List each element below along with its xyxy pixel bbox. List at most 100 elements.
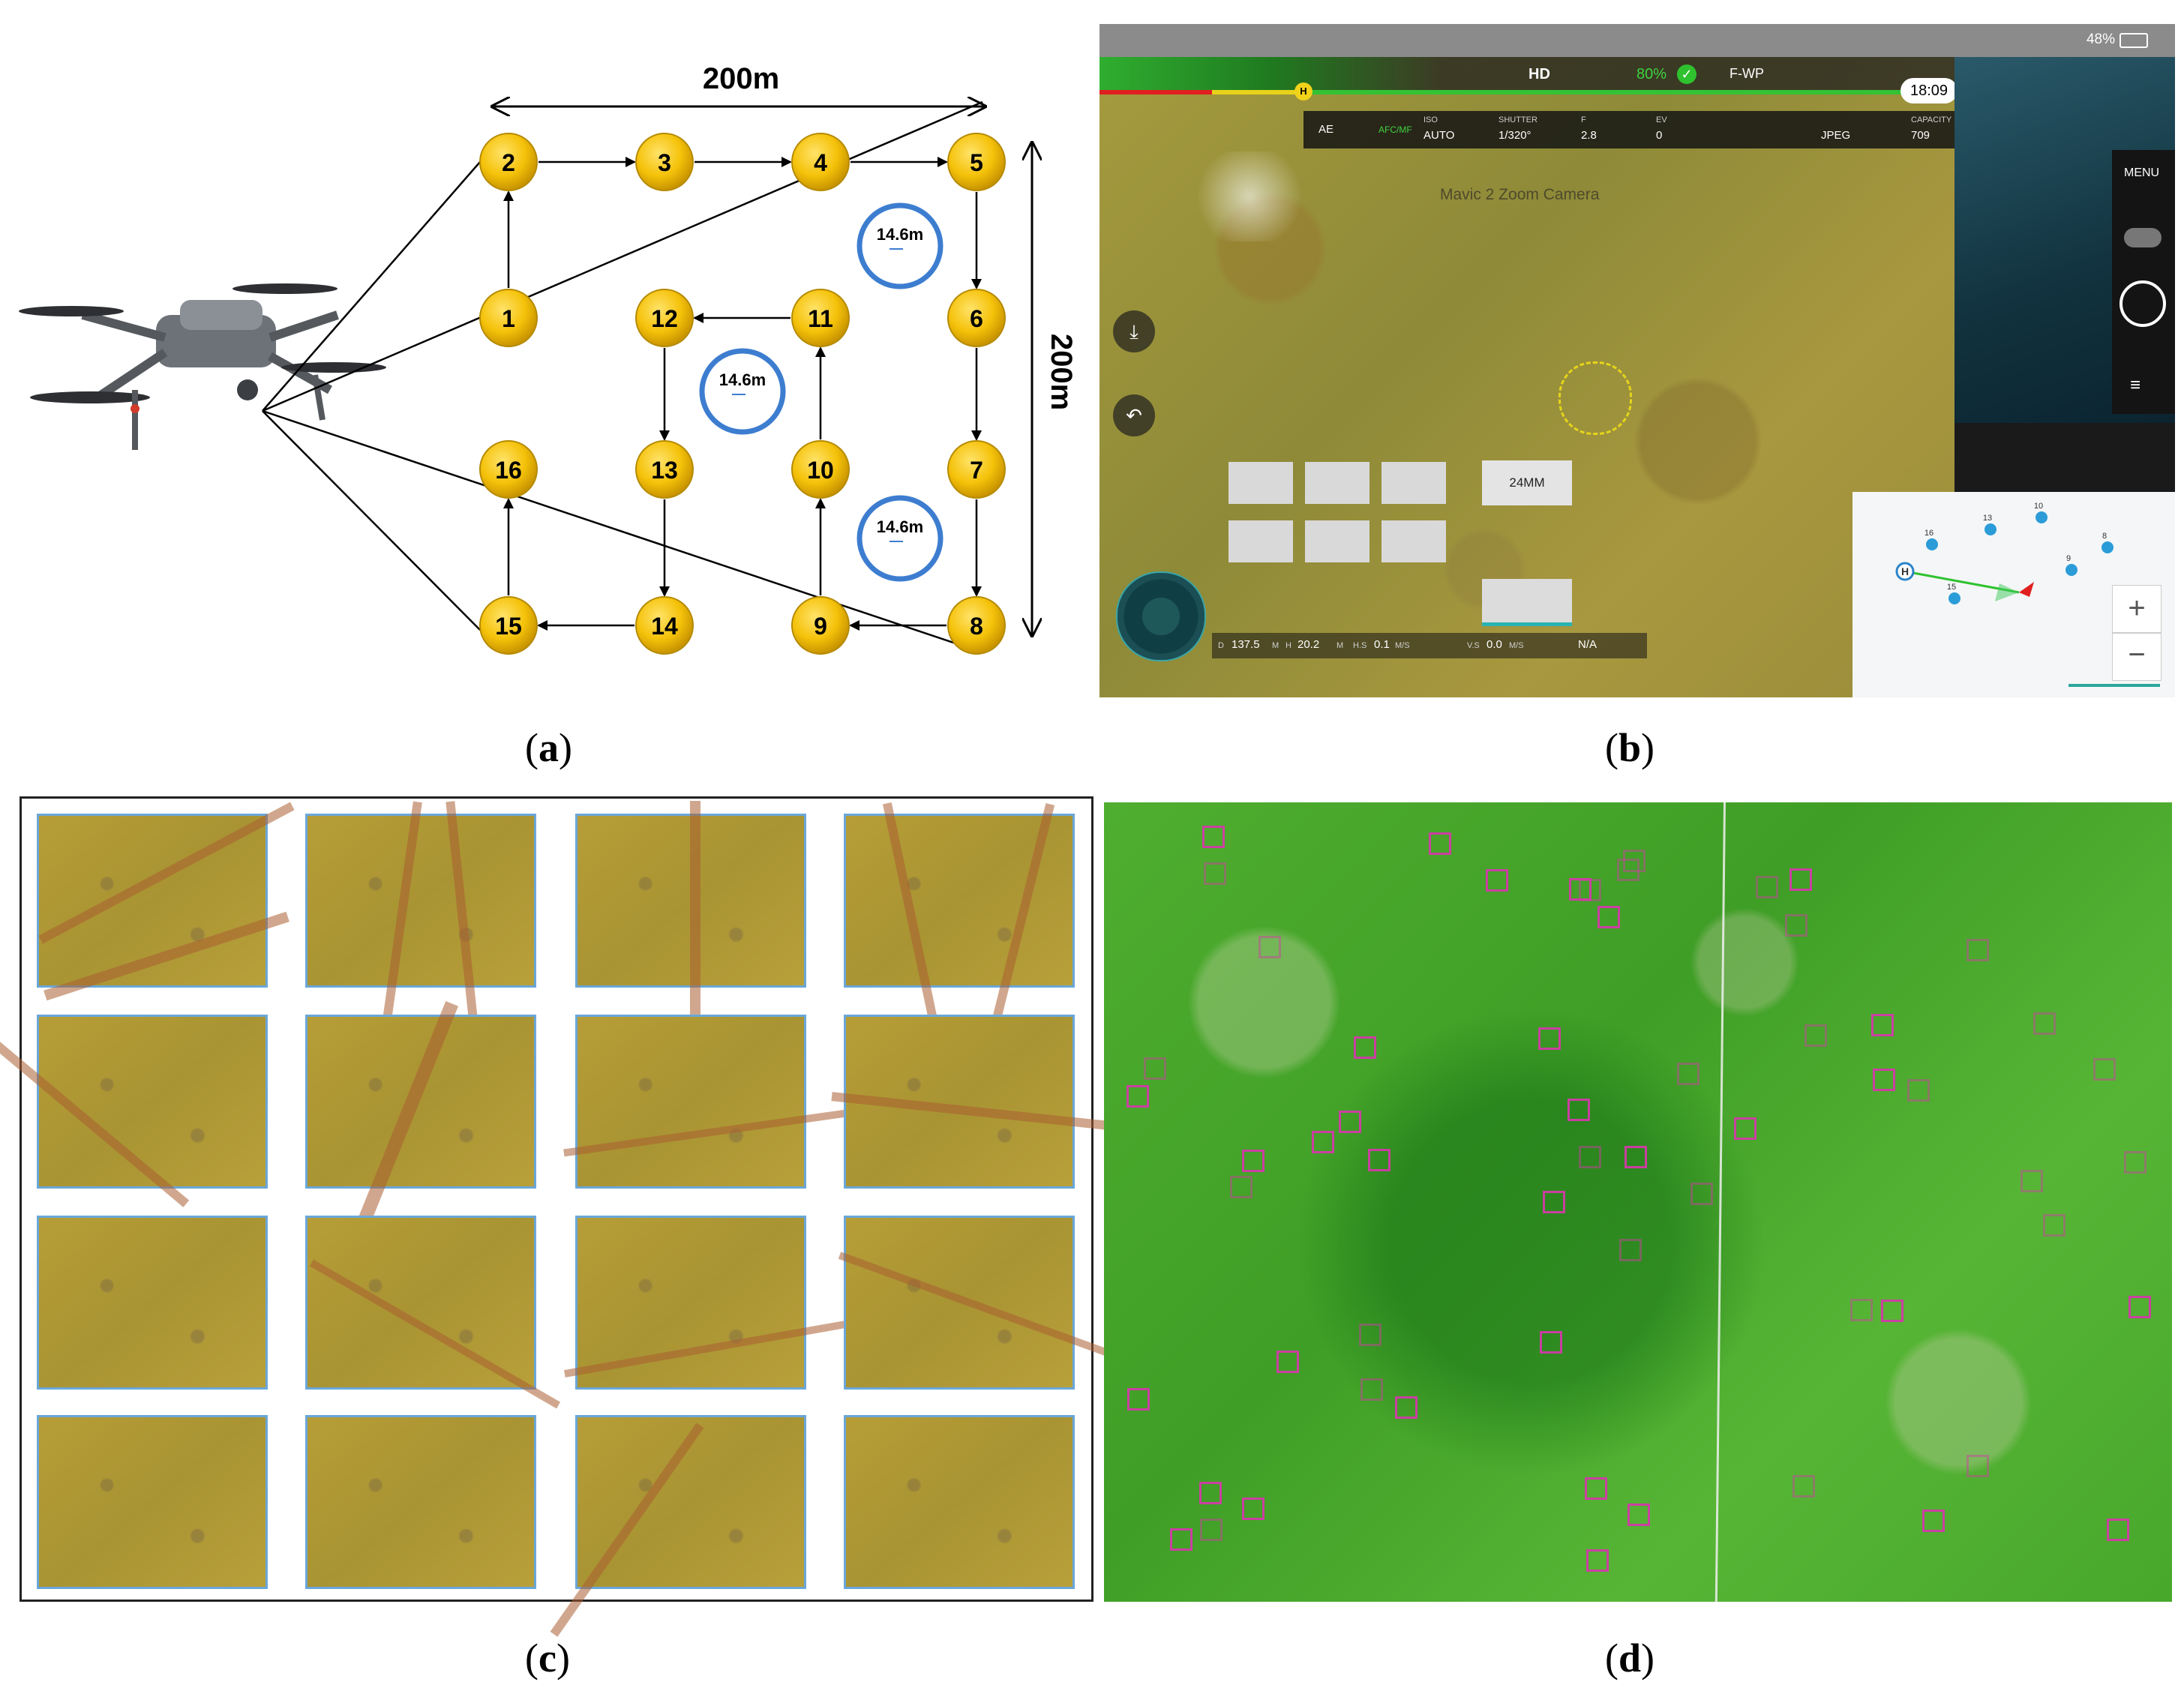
map-point-15[interactable]: 15 xyxy=(1947,583,1960,604)
aerial-tile-1-2 xyxy=(305,801,536,1026)
flight-time[interactable]: 18:09 xyxy=(1900,78,1958,103)
map-point-label: 8 xyxy=(2102,532,2107,541)
detection-box xyxy=(1619,1239,1642,1261)
detection-box xyxy=(1790,868,1812,891)
camera-settings-icon[interactable]: ≡ xyxy=(2130,375,2141,395)
aerial-tile-1-3 xyxy=(575,801,806,1026)
flight-mode: F-WP xyxy=(1730,66,1764,81)
map-point-9[interactable]: 9 xyxy=(2066,554,2078,576)
caption-b: (b) xyxy=(1605,725,1655,770)
camera-parameter-bar: AE AFC/MF ISO AUTO SHUTTER 1/320° F 2.8 … xyxy=(1304,111,1954,148)
aperture-label: F xyxy=(1581,115,1586,124)
coverage-circle-1: 14.6m xyxy=(856,202,944,289)
waypoint-label: 16 xyxy=(495,457,522,484)
placeholder-button-1[interactable] xyxy=(1228,462,1293,504)
aerial-tile-2-4 xyxy=(831,1015,1116,1189)
hspeed-unit: M/S xyxy=(1395,641,1410,650)
aircraft-icon xyxy=(2019,582,2034,597)
ev-value[interactable]: 0 xyxy=(1656,129,1663,142)
height-value: 20.2 xyxy=(1298,638,1320,651)
waypoint-7: 7 xyxy=(947,440,1006,499)
detection-box xyxy=(1756,876,1778,898)
detection-box xyxy=(1598,906,1620,928)
waypoint-label: 5 xyxy=(970,149,983,176)
attitude-radar xyxy=(1116,571,1206,661)
mini-map-svg: 10 13 16 15 9 8H xyxy=(1895,502,2114,604)
format-value[interactable]: JPEG xyxy=(1821,129,1851,142)
detection-box xyxy=(1395,1396,1418,1419)
detection-box xyxy=(1359,1324,1382,1346)
detection-box xyxy=(1623,850,1646,872)
detection-box xyxy=(1312,1131,1334,1153)
detection-box xyxy=(1871,1014,1894,1036)
detection-box xyxy=(1569,878,1592,901)
waypoint-12: 12 xyxy=(635,289,694,347)
panel-b-flight-app: 48% HD 80% ✓ F-WP H 18:09 AE AFC/MF ISO … xyxy=(1100,24,2175,697)
waypoint-4: 4 xyxy=(791,133,850,191)
aerial-tile-1-4 xyxy=(844,802,1075,1024)
waypoint-label: 7 xyxy=(970,457,983,484)
waypoint-label: 2 xyxy=(502,149,515,176)
detection-box xyxy=(1200,1519,1222,1541)
map-point-16[interactable]: 16 xyxy=(1924,529,1938,550)
waypoint-9: 9 xyxy=(791,596,850,655)
map-point-H[interactable]: H xyxy=(1895,562,1915,581)
aerial-tile-4-1 xyxy=(37,1415,268,1589)
ae-label[interactable]: AE xyxy=(1318,123,1334,136)
return-home-button[interactable]: ↶ xyxy=(1113,394,1155,436)
drone-icon xyxy=(19,283,386,450)
waypoint-11: 11 xyxy=(791,289,850,347)
waypoint-label: 10 xyxy=(807,457,834,484)
map-zoom-out-button[interactable]: − xyxy=(2112,633,2162,681)
photo-video-toggle[interactable] xyxy=(2124,228,2162,247)
distance-unit: M xyxy=(1272,641,1280,650)
detection-box xyxy=(1368,1149,1390,1171)
detection-box xyxy=(1242,1150,1264,1172)
map-point-label: H xyxy=(1901,565,1909,577)
waypoint-13: 13 xyxy=(635,440,694,499)
caption-d: (d) xyxy=(1605,1636,1655,1681)
placeholder-button-4[interactable] xyxy=(1228,520,1293,562)
waypoint-8: 8 xyxy=(947,596,1006,655)
map-zoom-slider[interactable] xyxy=(2068,684,2160,687)
waypoint-label: 11 xyxy=(808,305,833,332)
coverage-circle-2: 14.6m xyxy=(699,348,786,435)
menu-button[interactable]: MENU xyxy=(2124,166,2160,179)
afc-label[interactable]: AFC/MF xyxy=(1378,124,1412,135)
aperture-value[interactable]: 2.8 xyxy=(1581,129,1597,142)
placeholder-button-7[interactable] xyxy=(1482,579,1572,626)
placeholder-button-5[interactable] xyxy=(1305,520,1370,562)
height-label: 200m xyxy=(1045,334,1078,410)
top-status-bar: HD 80% ✓ F-WP xyxy=(1100,57,1954,93)
vspeed-label: V.S xyxy=(1467,641,1480,650)
camera-name: Mavic 2 Zoom Camera xyxy=(1440,186,1600,203)
zoom-24mm-button[interactable]: 24MM xyxy=(1482,460,1572,505)
survey-line xyxy=(1714,802,1726,1602)
detection-box xyxy=(1242,1498,1264,1520)
vehicle-track xyxy=(838,1252,1109,1357)
vehicle-track xyxy=(550,1423,704,1637)
iso-value[interactable]: AUTO xyxy=(1424,129,1455,142)
home-marker: H xyxy=(1294,82,1312,100)
placeholder-button-6[interactable] xyxy=(1382,520,1446,562)
auto-takeoff-button[interactable]: ⤓ xyxy=(1113,310,1155,352)
map-point-10[interactable]: 10 xyxy=(2034,502,2048,523)
shutter-value[interactable]: 1/320° xyxy=(1498,129,1532,142)
distance-value: 137.5 xyxy=(1232,638,1260,651)
shutter-button[interactable] xyxy=(2120,280,2166,327)
placeholder-button-2[interactable] xyxy=(1305,462,1370,504)
map-point-8[interactable]: 8 xyxy=(2102,532,2114,553)
waypoint-label: 12 xyxy=(651,305,678,332)
map-point-13[interactable]: 13 xyxy=(1983,514,1996,535)
coverage-circle-label: 14.6m xyxy=(719,370,766,389)
map-zoom-in-button[interactable]: + xyxy=(2112,585,2162,633)
detection-box xyxy=(1690,1183,1713,1205)
placeholder-button-3[interactable] xyxy=(1382,462,1446,504)
waypoint-label: 8 xyxy=(970,613,983,640)
waypoint-5: 5 xyxy=(947,133,1006,191)
aerial-tile-2-2 xyxy=(305,1001,536,1243)
battery-status-text: 48% xyxy=(2086,31,2115,47)
